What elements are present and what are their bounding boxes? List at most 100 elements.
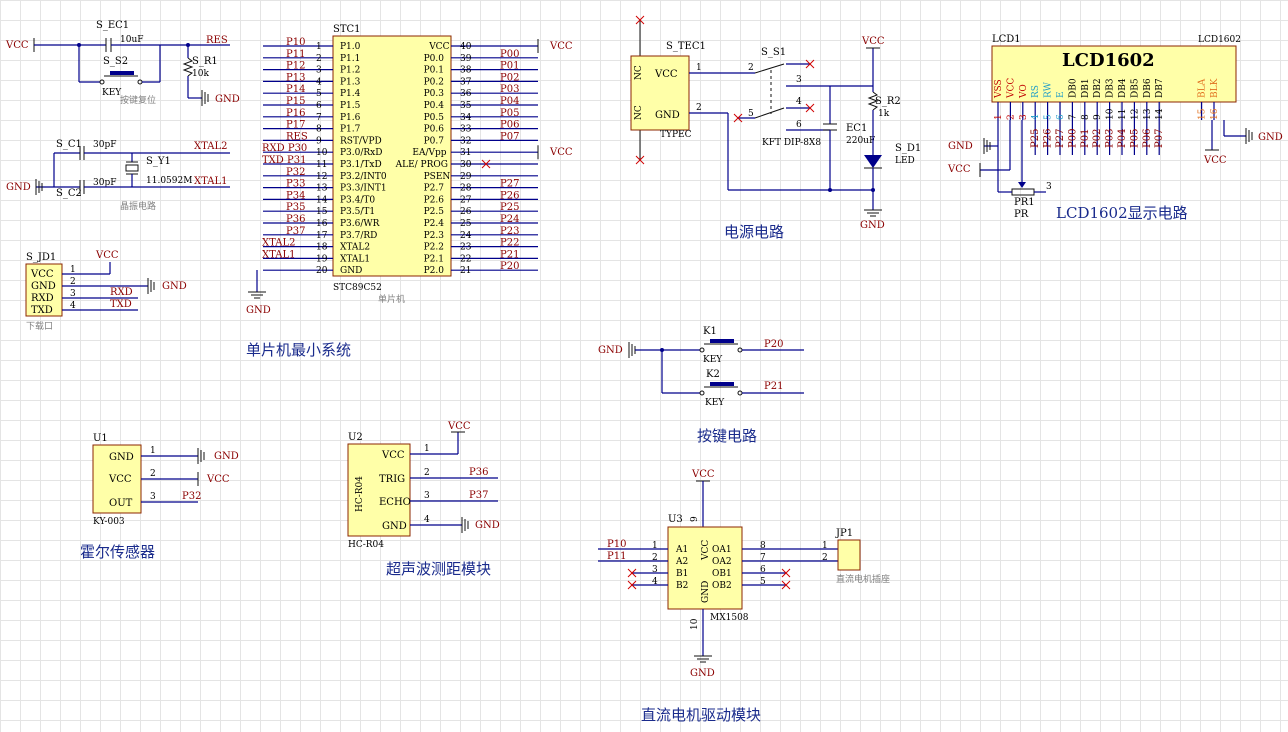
ultra-echo-net: P37	[469, 490, 488, 501]
crystal-gnd-label: GND	[6, 182, 31, 193]
key1-net: P20	[764, 339, 783, 350]
ultra-pin-trig: TRIG	[379, 474, 405, 485]
mcu-right-net: P06	[500, 120, 519, 131]
lcd-pin-name: DB4	[1118, 78, 1128, 98]
motor-left-net: P11	[607, 551, 626, 562]
key2-ref: K2	[706, 369, 720, 380]
hall-pin-vcc: VCC	[108, 474, 132, 485]
mcu-pin-num: 1	[316, 42, 322, 52]
motor-pin-name: A1	[675, 545, 688, 555]
mcu-pin-name: P2.4	[424, 219, 445, 229]
mcu-pin-num: 33	[460, 125, 472, 135]
mcu-left-net: P32	[286, 167, 305, 178]
keys-gnd-label: GND	[598, 345, 623, 356]
lcd-pot-pin: 3	[1046, 182, 1052, 192]
motor-pin-num: 1	[652, 541, 658, 551]
mcu-pin-num: 35	[460, 101, 472, 111]
mcu-vcc-net: VCC	[549, 147, 573, 158]
lcd-pin-name: DB7	[1155, 78, 1165, 98]
crystal-c2-value: 30pF	[93, 178, 116, 188]
reset-circuit: VCC S_EC1 10uF RES S_S2 KEY 按键复位 S_R1 10…	[5, 20, 240, 106]
mcu-pin-num: 4	[316, 77, 322, 87]
power-gnd-label: GND	[860, 220, 885, 231]
mcu-right-net: P26	[500, 190, 519, 201]
lcd-circuit: LCD1 LCD1602 LCD1602 VSS1VCC2VO3RS4P25RW…	[947, 34, 1283, 220]
key2-value: KEY	[705, 398, 725, 408]
mcu-pin-num: 39	[460, 54, 472, 64]
key1-ref: K1	[703, 326, 717, 337]
lcd-pin-num: 13	[1143, 108, 1153, 120]
mcu-left-net: P35	[286, 202, 305, 213]
title-mcu: 单片机最小系统	[246, 341, 351, 359]
power-gnd-pin: GND	[655, 110, 680, 121]
mcu-ref: STC1	[333, 24, 361, 35]
lcd-pin-num: 2	[1006, 114, 1016, 120]
hall-gnd-label: GND	[214, 451, 239, 462]
lcd-pin-num: 14	[1155, 108, 1165, 120]
mcu-pin-num: 26	[460, 207, 472, 217]
power-pin-2: 2	[696, 103, 702, 113]
lcd-pin-name: VSS	[994, 79, 1004, 99]
ultra-num-3: 3	[424, 491, 430, 501]
power-sw-pin-4: 4	[796, 97, 802, 107]
mcu-pin-name: P2.7	[424, 184, 445, 194]
lcd-gnd-label: GND	[948, 141, 973, 152]
title-motor: 直流电机驱动模块	[641, 706, 761, 724]
download-pin-name: RXD	[31, 293, 54, 304]
power-typec-body	[630, 55, 690, 131]
motor-gnd-label: GND	[690, 668, 715, 679]
ultrasonic-module: U2 HC-R04 VCC TRIG ECHO GND VCC GND 1 2 …	[347, 421, 500, 550]
reset-net-label: RES	[206, 35, 228, 46]
mcu-pin-name: P3.0/RxD	[340, 148, 382, 158]
mcu-pin-num: 2	[316, 54, 322, 64]
crystal-net-xtal2: XTAL2	[194, 141, 227, 152]
lcd-pin-net: P25	[1030, 129, 1041, 148]
mcu-pin-name: P2.3	[424, 231, 445, 241]
mcu-left-net: RES	[286, 131, 308, 142]
mcu-pin-name: P1.1	[340, 54, 360, 64]
lcd-pin-net: P07	[1154, 129, 1165, 148]
key1-value: KEY	[703, 355, 723, 365]
mcu-right-net: P07	[500, 131, 519, 142]
lcd-pin-net: P00	[1067, 129, 1078, 148]
hall-num-2: 2	[150, 469, 156, 479]
download-ref: S_JD1	[26, 252, 56, 263]
lcd-gnd2-label: GND	[1258, 132, 1283, 143]
lcd-pin-name: DB2	[1093, 78, 1103, 98]
lcd-pin-num: 16	[1210, 108, 1220, 120]
power-sw-pin-3: 3	[796, 75, 802, 85]
lcd-pin-name: DB3	[1106, 78, 1116, 98]
hall-sensor: U1 GND VCC OUT 1 2 3 GND VCC P32 KY-003	[92, 433, 239, 527]
title-lcd: LCD1602显示电路	[1056, 204, 1188, 222]
mcu-right-net: P27	[500, 179, 519, 190]
crystal-y-value: 11.0592M	[146, 176, 192, 186]
lcd-pin-net: P05	[1129, 129, 1140, 148]
mcu-pin-name: P1.6	[340, 113, 361, 123]
mcu-pin-num: 29	[460, 172, 472, 182]
mcu-part: STC89C52	[333, 283, 382, 293]
power-sw-pin-6: 6	[796, 120, 802, 130]
mcu-pin-num: 21	[460, 266, 471, 276]
crystal-comment: 晶振电路	[120, 200, 156, 212]
power-circuit: S_TEC1 NC NC VCC GND TYPEC 1 2 S_S1 2 3 …	[630, 15, 921, 231]
lcd-pin-net: P04	[1117, 129, 1128, 148]
mcu-pin-num: 19	[316, 254, 328, 264]
title-ultra: 超声波测距模块	[386, 560, 491, 578]
power-res-ref: S_R2	[875, 96, 901, 107]
mcu-pin-name: ALE/ PROG	[395, 160, 448, 170]
mcu-pin-name: XTAL2	[340, 243, 370, 253]
mcu-pin-num: 32	[460, 136, 471, 146]
mcu-pin-name: P1.5	[340, 101, 361, 111]
mcu-pin-name: P1.2	[340, 66, 360, 76]
mcu-pin-name: P3.3/INT1	[340, 184, 387, 194]
lcd-pin-num: 9	[1093, 114, 1103, 120]
mcu-left-net: P11	[286, 49, 305, 60]
download-pin-name: GND	[31, 281, 56, 292]
hall-num-1: 1	[150, 446, 156, 456]
reset-res-ref: S_R1	[192, 56, 218, 67]
mcu-left-net: P10	[286, 37, 305, 48]
lcd-pin-name: E	[1056, 91, 1066, 98]
download-comment: 下载口	[26, 320, 53, 332]
